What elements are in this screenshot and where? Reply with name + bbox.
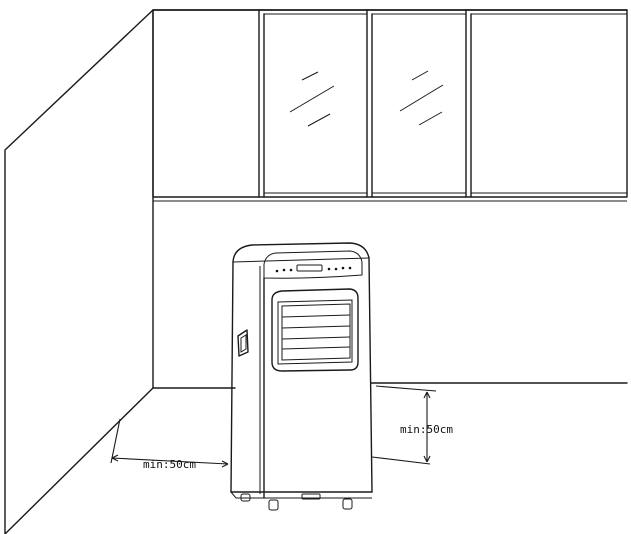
back-clearance-label: min:50cm	[400, 423, 453, 436]
air-conditioner-unit	[230, 242, 373, 511]
control-panel	[275, 264, 352, 273]
glass-reflection-right	[399, 70, 444, 126]
caster-wheels	[240, 493, 353, 511]
side-clearance-dimension: min:50cm	[110, 418, 229, 471]
glass-reflection-left	[289, 71, 335, 127]
air-outlet-louvers	[271, 288, 359, 372]
back-clearance-dimension: min:50cm	[371, 385, 453, 465]
side-handle	[237, 329, 249, 357]
side-clearance-label: min:50cm	[143, 458, 196, 471]
back-wall	[152, 9, 628, 389]
left-wall	[4, 9, 154, 534]
window	[152, 9, 628, 202]
